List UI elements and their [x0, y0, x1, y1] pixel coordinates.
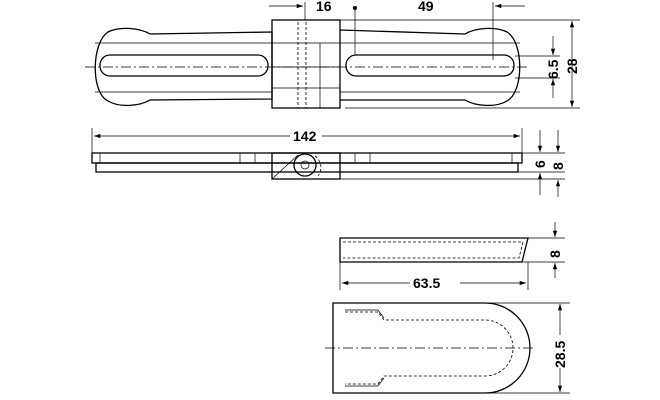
dim-16: 16: [316, 0, 332, 14]
dim-28: 28: [564, 58, 580, 74]
right-slot: [345, 54, 515, 77]
dim-6-5: 6.5: [545, 59, 561, 79]
dim-6: 6: [532, 160, 548, 168]
dim-142: 142: [293, 128, 317, 144]
top-view: 16 49 6.5 28: [85, 0, 580, 109]
dim-8-cap: 8: [547, 250, 563, 258]
dim-63-5: 63.5: [413, 275, 440, 291]
dim-8: 8: [550, 162, 566, 170]
left-slot: [99, 54, 269, 77]
hinge-block: [271, 152, 341, 180]
dim-49: 49: [418, 0, 434, 14]
dim-28-5: 28.5: [552, 341, 568, 368]
cap-side-view: 8 63.5: [339, 222, 565, 291]
cap-top-view: 28.5: [325, 302, 570, 394]
side-view: 142 6 8: [91, 128, 566, 197]
